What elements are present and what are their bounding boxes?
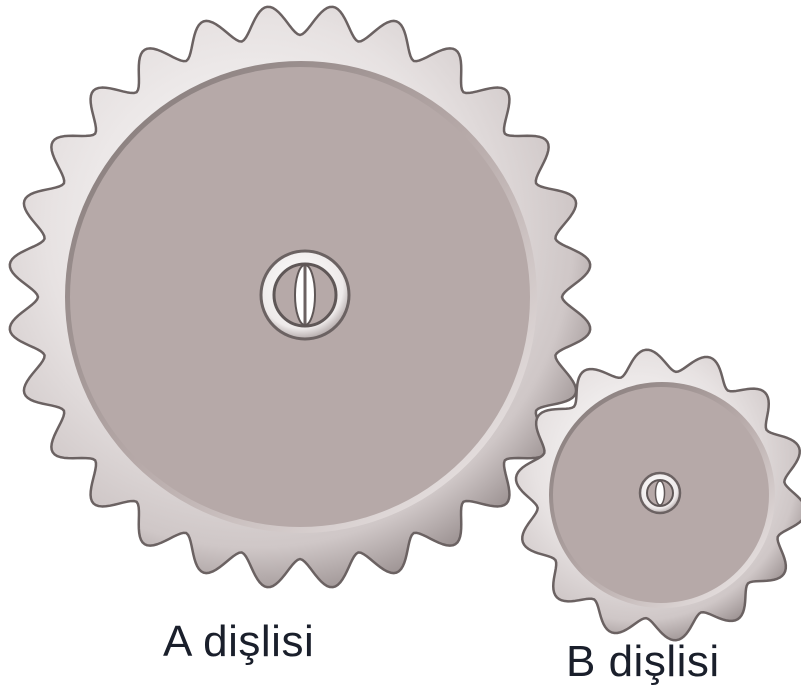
- large-gear-icon: [8, 5, 592, 589]
- axle-hub-icon: [259, 249, 351, 341]
- gear-a-label: A dişlisi: [163, 617, 315, 666]
- axle-hub-icon: [638, 471, 682, 515]
- gear-b-label: B dişlisi: [566, 637, 720, 686]
- small-gear-icon: [514, 348, 801, 642]
